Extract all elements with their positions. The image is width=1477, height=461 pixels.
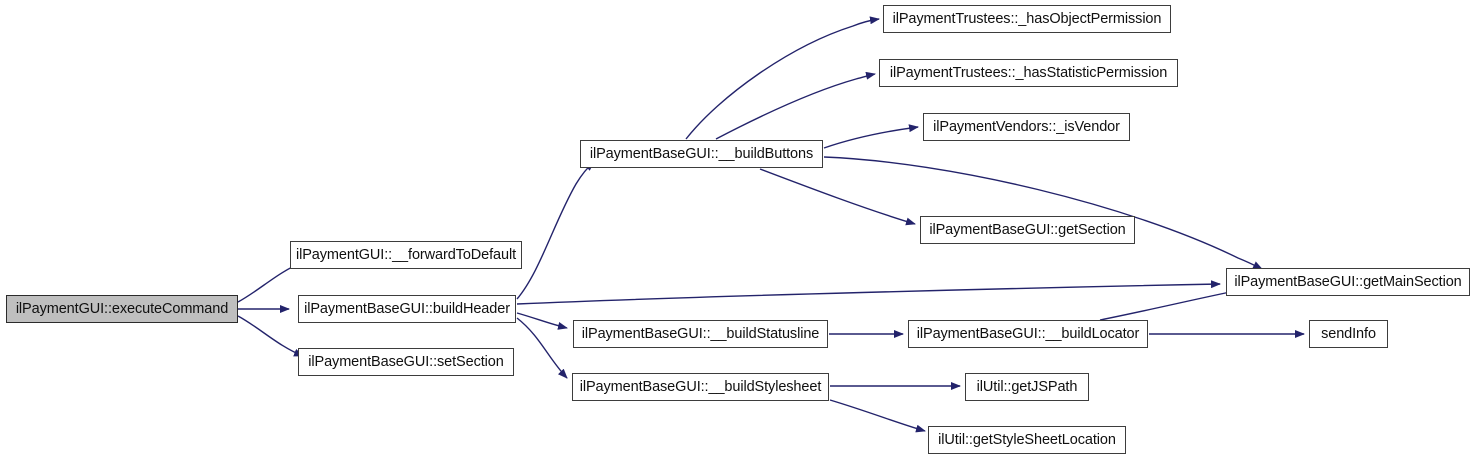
node-setSection[interactable]: ilPaymentBaseGUI::setSection	[298, 348, 514, 376]
node-buildStatusline[interactable]: ilPaymentBaseGUI::__buildStatusline	[573, 320, 828, 348]
node-hasStatisticPermission[interactable]: ilPaymentTrustees::_hasStatisticPermissi…	[879, 59, 1178, 87]
node-label-getMainSection: ilPaymentBaseGUI::getMainSection	[1234, 273, 1462, 290]
node-buildButtons[interactable]: ilPaymentBaseGUI::__buildButtons	[580, 140, 823, 168]
node-label-sendInfo: sendInfo	[1321, 325, 1376, 342]
node-label-buildStylesheet: ilPaymentBaseGUI::__buildStylesheet	[579, 378, 822, 395]
edge-buildStylesheet-to-getStyleSheetLocation	[829, 399, 926, 433]
node-hasObjectPermission[interactable]: ilPaymentTrustees::_hasObjectPermission	[883, 5, 1171, 33]
edge-buildButtons-to-getSection	[759, 168, 916, 226]
node-buildStylesheet[interactable]: ilPaymentBaseGUI::__buildStylesheet	[572, 373, 829, 401]
edge-buildHeader-to-buildStylesheet	[516, 317, 568, 379]
node-label-getSection: ilPaymentBaseGUI::getSection	[929, 221, 1126, 238]
edge-buildLocator-to-getMainSection	[1099, 287, 1241, 321]
node-label-buildHeader: ilPaymentBaseGUI::buildHeader	[304, 300, 510, 317]
node-getSection[interactable]: ilPaymentBaseGUI::getSection	[920, 216, 1135, 244]
edge-buildHeader-to-buildStatusline	[516, 312, 568, 330]
edge-buildHeader-to-buildButtons	[516, 161, 595, 300]
node-label-forwardToDefault: ilPaymentGUI::__forwardToDefault	[295, 246, 517, 263]
node-label-buildStatusline: ilPaymentBaseGUI::__buildStatusline	[581, 325, 820, 342]
node-label-hasObjectPermission: ilPaymentTrustees::_hasObjectPermission	[892, 10, 1162, 27]
node-label-getJSPath: ilUtil::getJSPath	[976, 378, 1078, 395]
node-label-setSection: ilPaymentBaseGUI::setSection	[308, 353, 504, 370]
node-label-hasStatisticPermission: ilPaymentTrustees::_hasStatisticPermissi…	[889, 64, 1168, 81]
node-getMainSection[interactable]: ilPaymentBaseGUI::getMainSection	[1226, 268, 1470, 296]
node-forwardToDefault[interactable]: ilPaymentGUI::__forwardToDefault	[290, 241, 522, 269]
edge-buildButtons-to-hasObjectPermission	[685, 16, 880, 140]
node-executeCommand[interactable]: ilPaymentGUI::executeCommand	[6, 295, 238, 323]
node-getStyleSheetLocation[interactable]: ilUtil::getStyleSheetLocation	[928, 426, 1126, 454]
node-label-executeCommand: ilPaymentGUI::executeCommand	[15, 300, 229, 317]
node-isVendor[interactable]: ilPaymentVendors::_isVendor	[923, 113, 1130, 141]
node-buildLocator[interactable]: ilPaymentBaseGUI::__buildLocator	[908, 320, 1148, 348]
node-sendInfo[interactable]: sendInfo	[1309, 320, 1388, 348]
node-label-isVendor: ilPaymentVendors::_isVendor	[933, 118, 1120, 135]
edge-buildHeader-to-getMainSection	[516, 280, 1221, 305]
edge-buildButtons-to-getMainSection	[823, 156, 1263, 270]
node-label-buildButtons: ilPaymentBaseGUI::__buildButtons	[589, 145, 814, 162]
edge-executeCommand-to-setSection	[237, 315, 304, 357]
edge-buildButtons-to-hasStatisticPermission	[715, 71, 876, 140]
node-getJSPath[interactable]: ilUtil::getJSPath	[965, 373, 1089, 401]
edge-buildButtons-to-isVendor	[823, 124, 919, 149]
node-label-getStyleSheetLocation: ilUtil::getStyleSheetLocation	[938, 431, 1116, 448]
node-label-buildLocator: ilPaymentBaseGUI::__buildLocator	[916, 325, 1140, 342]
node-buildHeader[interactable]: ilPaymentBaseGUI::buildHeader	[298, 295, 516, 323]
